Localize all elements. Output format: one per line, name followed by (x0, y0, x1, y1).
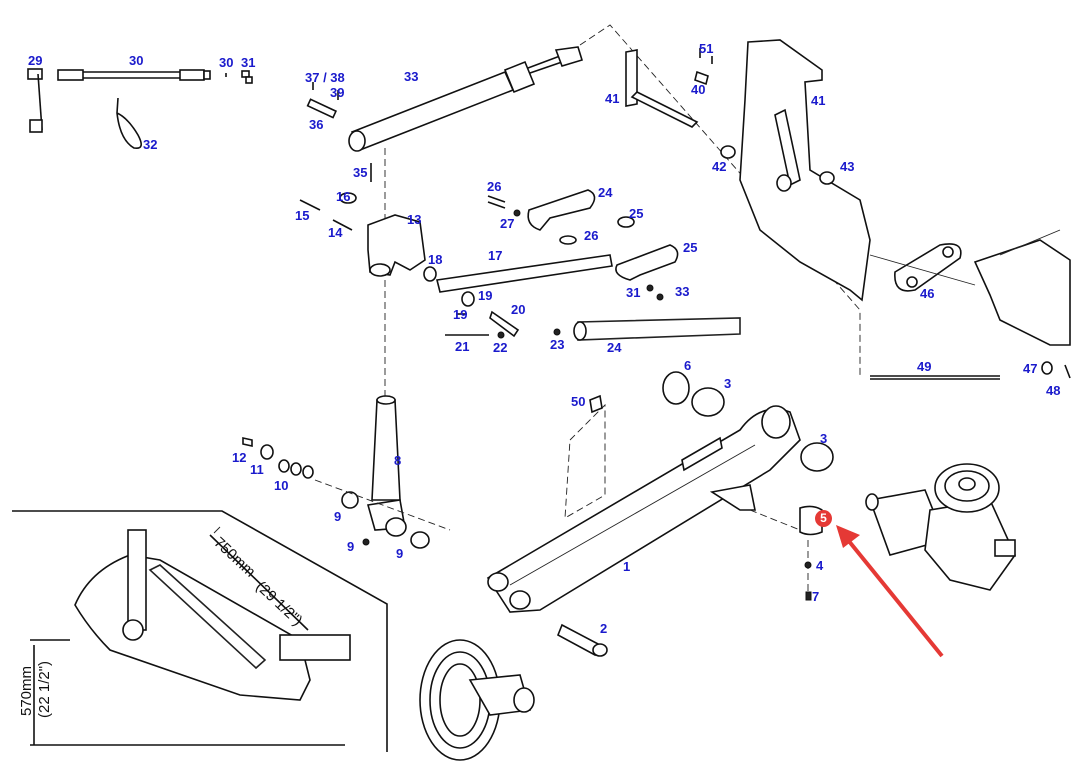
part-label-9b: 9 (396, 546, 404, 561)
part-label-16: 15 (295, 208, 310, 223)
part-label-20: 19 (453, 307, 468, 322)
part-label-29: 26 (487, 179, 502, 194)
part-label-19b: 19 (478, 288, 493, 303)
part-label-33: 30 (129, 53, 144, 68)
part-label-49: 49 (917, 359, 932, 374)
part-label-18: 17 (488, 248, 503, 263)
part-label-45b: 43 (840, 159, 855, 174)
pivot-block-drawing (299, 189, 679, 339)
part-label-7: 7 (812, 589, 820, 604)
part-label-3a: 3 (724, 376, 732, 391)
part-label-39: 35 (353, 165, 368, 180)
part-label-12: 11 (250, 462, 264, 477)
dimension-height-imperial: (22 1/2") (36, 660, 53, 718)
part-label-41b: 39 (330, 85, 345, 100)
part-label-6: 4 (816, 558, 824, 573)
part-label-51: 51 (699, 41, 714, 56)
shield-bracket-drawing (625, 39, 871, 302)
part-label-24: 23 (550, 337, 565, 352)
part-label-43: 41 (605, 91, 620, 106)
part-label-35: 31 (241, 55, 256, 70)
part-label-8: 8 (394, 453, 402, 468)
part-label-30b: 31 (626, 285, 641, 300)
highlighted-part-label-5: 5 (815, 510, 832, 527)
part-label-40: 36 (309, 117, 324, 132)
part-label-41a: 37 / 38 (305, 70, 345, 85)
link-and-frame-drawing (869, 229, 1071, 380)
tension-spring-drawing (573, 317, 741, 341)
part-label-26b: 25 (683, 240, 698, 255)
suspension-arm-drawing (486, 371, 834, 613)
part-label-9a: 9 (334, 509, 342, 524)
part-label-44: 41 (811, 93, 826, 108)
pivot-post-drawing (242, 395, 451, 549)
part-label-45a: 42 (712, 159, 727, 174)
part-label-2: 2 (600, 621, 608, 636)
part-label-23: 22 (493, 340, 508, 355)
part-label-21: 20 (511, 302, 526, 317)
part-label-3b: 3 (820, 431, 828, 446)
dimension-height-metric: 570mm (18, 665, 35, 716)
part-label-14: 13 (407, 212, 422, 227)
part-label-26a: 24 (598, 185, 613, 200)
inset-dimension-view (12, 510, 388, 752)
gearbox-drawing (865, 463, 1016, 591)
part-label-1: 1 (623, 559, 631, 574)
part-label-4: 6 (684, 358, 692, 373)
part-label-48: 48 (1046, 383, 1061, 398)
part-label-13: 12 (232, 450, 247, 465)
part-label-30a: 27 (500, 216, 515, 231)
part-label-42: 40 (691, 82, 706, 97)
part-label-17: 16 (336, 189, 351, 204)
part-label-50: 50 (571, 394, 586, 409)
part-label-25: 24 (607, 340, 622, 355)
part-label-11: 10 (274, 478, 289, 493)
pin-and-wheel-drawing (419, 623, 608, 761)
part-label-37-38: 33 (404, 69, 419, 84)
part-label-47: 47 (1023, 361, 1038, 376)
part-label-34: 30 (219, 55, 234, 70)
part-label-22: 21 (455, 339, 470, 354)
part-label-15: 14 (328, 225, 343, 240)
highlight-arrow (836, 525, 944, 658)
part-label-27: 25 (629, 206, 644, 221)
hose-assembly-drawing (27, 68, 253, 150)
part-label-31: 33 (675, 284, 690, 299)
part-label-46: 46 (920, 286, 935, 301)
part-label-32: 29 (28, 53, 43, 68)
part-label-10: 9 (347, 539, 355, 554)
part-label-19a: 18 (428, 252, 443, 267)
part-label-28: 26 (584, 228, 599, 243)
part-label-36: 32 (143, 137, 158, 152)
